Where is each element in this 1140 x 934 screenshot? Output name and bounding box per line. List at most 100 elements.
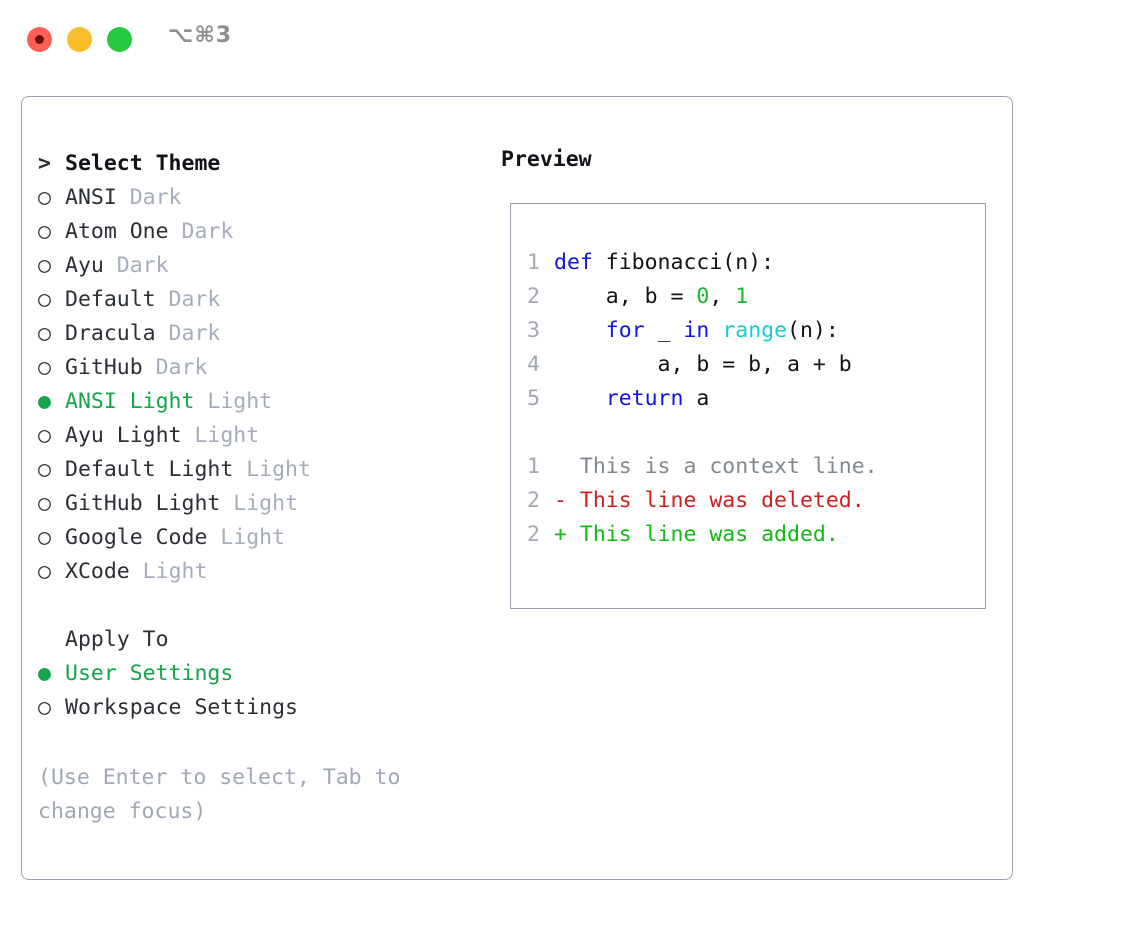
theme-category: Light [207, 525, 286, 550]
code-token: a, b = [554, 284, 697, 309]
radio-unselected-icon: ○ [38, 253, 51, 278]
radio-selected-icon: ● [38, 661, 51, 686]
code-token: for [605, 318, 645, 343]
theme-category: Dark [155, 321, 221, 346]
code-token [709, 318, 722, 343]
apply-to-option-label: Workspace Settings [65, 695, 298, 720]
diff-sign: + [554, 522, 567, 547]
line-number: 4 [527, 352, 540, 377]
code-line: 2 a, b = 0, 1 [527, 280, 852, 314]
minimize-button[interactable] [67, 27, 92, 52]
theme-name: Dracula [65, 321, 156, 346]
diff-text: This line was deleted. [566, 488, 865, 513]
theme-list-item[interactable]: ○ Google Code Light [38, 521, 498, 555]
theme-list-item[interactable]: ○ANSI Dark [38, 181, 498, 215]
theme-category: Light [181, 423, 260, 448]
diff-line: 1 This is a context line. [527, 450, 878, 484]
radio-unselected-icon: ○ [38, 423, 51, 448]
diff-text: This line was added. [566, 522, 839, 547]
theme-category: Dark [116, 185, 182, 210]
theme-name: Ayu [65, 253, 104, 278]
theme-category: Light [233, 457, 311, 482]
page-title: Select Theme [65, 151, 221, 176]
diff-sign [554, 454, 567, 479]
radio-unselected-icon: ○ [38, 559, 51, 584]
theme-category: Dark [142, 355, 208, 380]
theme-list-item[interactable]: ○Default Dark [38, 283, 498, 317]
theme-category: Dark [155, 287, 221, 312]
code-token: _ [644, 318, 684, 343]
theme-name: GitHub [65, 355, 143, 380]
code-token: 1 [735, 284, 749, 309]
theme-list-item[interactable]: ● ANSI Light Light [38, 385, 498, 419]
radio-unselected-icon: ○ [38, 525, 51, 550]
theme-list-item[interactable]: ○ GitHub Dark [38, 351, 498, 385]
code-token: a [683, 386, 710, 411]
code-token: range [722, 318, 788, 343]
apply-to-option-label: User Settings [65, 661, 234, 686]
theme-name: XCode [65, 559, 130, 584]
radio-selected-icon: ● [38, 389, 51, 414]
theme-list-item[interactable]: ○ Dracula Dark [38, 317, 498, 351]
apply-to-option[interactable]: ● User Settings [38, 657, 498, 691]
theme-name: Google Code [65, 525, 208, 550]
diff-text: This is a context line. [566, 454, 878, 479]
theme-list-item[interactable]: ○Atom One Dark [38, 215, 498, 249]
theme-name: Atom One [65, 219, 169, 244]
radio-unselected-icon: ○ [38, 355, 51, 380]
theme-list-item[interactable]: ○ Default Light Light [38, 453, 498, 487]
theme-list-item[interactable]: ○ GitHub Light Light [38, 487, 498, 521]
diff-line: 2 + This line was added. [527, 518, 878, 552]
code-line: 4 a, b = b, a + b [527, 348, 852, 382]
theme-name: Default Light [65, 457, 234, 482]
code-line: 5 return a [527, 382, 852, 416]
radio-unselected-icon: ○ [38, 219, 51, 244]
theme-category: Dark [103, 253, 169, 278]
code-token: , [709, 284, 736, 309]
diff-sign: - [554, 488, 567, 513]
apply-to-list: ● User Settings ○ Workspace Settings [38, 657, 498, 725]
code-token: return [605, 386, 684, 411]
maximize-button[interactable] [107, 27, 132, 52]
theme-list-item[interactable]: ○ XCode Light [38, 555, 498, 589]
keyboard-shortcut-label: ⌥⌘3 [168, 23, 233, 48]
apply-to-option[interactable]: ○ Workspace Settings [38, 691, 498, 725]
line-number: 1 [527, 454, 540, 479]
theme-category: Light [220, 491, 299, 516]
theme-list-item[interactable]: ○ Ayu Dark [38, 249, 498, 283]
preview-heading: Preview [501, 147, 592, 172]
radio-unselected-icon: ○ [38, 321, 51, 346]
line-number: 2 [527, 284, 540, 309]
code-token: in [683, 318, 710, 343]
apply-to-heading: ○Apply To [38, 623, 498, 657]
theme-picker-column: >Select Theme ○ANSI Dark○Atom One Dark○A… [38, 147, 498, 725]
theme-list-item[interactable]: ○ Ayu Light Light [38, 419, 498, 453]
theme-name: ANSI Light [65, 389, 195, 414]
code-token: def [554, 250, 606, 275]
radio-unselected-icon: ○ [38, 491, 51, 516]
radio-unselected-icon: ○ [38, 695, 51, 720]
theme-category: Light [194, 389, 273, 414]
theme-name: ANSI [65, 185, 117, 210]
theme-category: Light [129, 559, 208, 584]
prompt-caret-icon: > [38, 151, 51, 176]
theme-list: ○ANSI Dark○Atom One Dark○Ayu Dark○Defaul… [38, 181, 498, 589]
line-number: 2 [527, 488, 540, 513]
theme-name: GitHub Light [65, 491, 221, 516]
radio-unselected-icon: ○ [38, 287, 51, 312]
close-button[interactable] [27, 27, 52, 52]
theme-name: Ayu Light [65, 423, 182, 448]
line-number: 2 [527, 522, 540, 547]
code-token: 0 [696, 284, 710, 309]
code-token: (n): [787, 318, 839, 343]
apply-to-label: Apply To [65, 627, 169, 652]
section-spacer [38, 589, 498, 623]
radio-unselected-icon: ○ [38, 457, 51, 482]
diff-line: 2- This line was deleted. [527, 484, 878, 518]
main-panel: >Select Theme ○ANSI Dark○Atom One Dark○A… [21, 96, 1013, 880]
diff-sample: 1 This is a context line.2- This line wa… [527, 450, 878, 552]
